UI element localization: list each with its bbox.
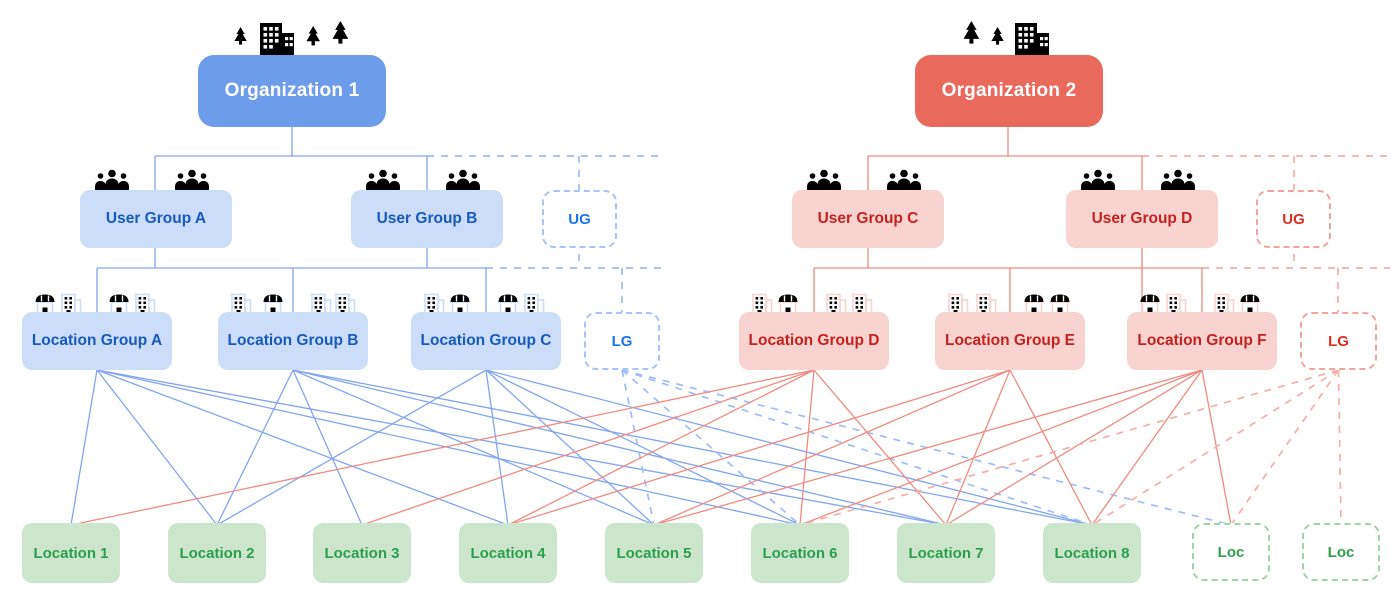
location-placeholder-2: Loc [1302, 523, 1380, 581]
location-2-box: Location 2 [168, 523, 266, 583]
location-1-box: Location 1 [22, 523, 120, 583]
user-group-d-box: User Group D [1066, 190, 1218, 248]
location-4-box: Location 4 [459, 523, 557, 583]
location-3-box: Location 3 [313, 523, 411, 583]
location-placeholder-1: Loc [1192, 523, 1270, 581]
location-7-box: Location 7 [897, 523, 995, 583]
location-group-a-box: Location Group A [22, 312, 172, 370]
location-6-box: Location 6 [751, 523, 849, 583]
location-group-placeholder-red: LG [1300, 312, 1377, 370]
location-group-placeholder-blue: LG [584, 312, 660, 370]
user-group-b-box: User Group B [351, 190, 503, 248]
user-group-c-box: User Group C [792, 190, 944, 248]
organization1-trees-building-icon [202, 13, 382, 59]
organization-2-box: Organization 2 [915, 55, 1103, 127]
user-group-placeholder-blue: UG [542, 190, 617, 248]
user-group-placeholder-red: UG [1256, 190, 1331, 248]
location-group-e-box: Location Group E [935, 312, 1085, 370]
location-8-box: Location 8 [1043, 523, 1141, 583]
organization2-trees-building-icon [919, 13, 1099, 59]
organization-1-label: Organization 1 [224, 80, 360, 101]
location-group-d-box: Location Group D [739, 312, 889, 370]
organization-1-box: Organization 1 [198, 55, 386, 127]
user-group-a-box: User Group A [80, 190, 232, 248]
organization-2-label: Organization 2 [941, 80, 1077, 101]
location-group-b-box: Location Group B [218, 312, 368, 370]
location-5-box: Location 5 [605, 523, 703, 583]
location-group-c-box: Location Group C [411, 312, 561, 370]
location-group-f-box: Location Group F [1127, 312, 1277, 370]
